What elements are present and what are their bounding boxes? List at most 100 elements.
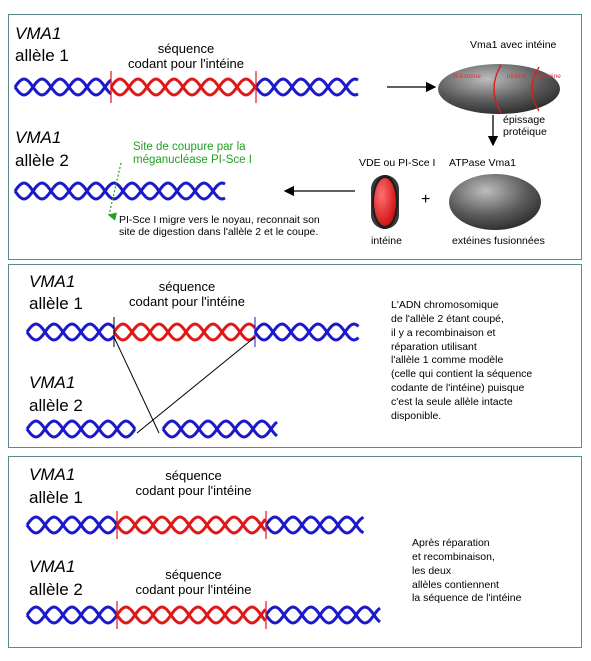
panel-2-graphics	[25, 317, 360, 439]
allele-1-blue-strand-2	[13, 77, 112, 97]
gene-name-2: VMA1	[29, 557, 76, 576]
panel-1-graphics	[13, 64, 560, 230]
description-line: (celle qui contient la séquence	[391, 368, 533, 381]
sequence-label-line2: codant pour l'intéine	[128, 55, 244, 71]
description-line: il y a recombinaison et	[391, 326, 496, 339]
intein-sequence-label-2: séquence codant pour l'intéine	[121, 567, 266, 598]
allele-1-blue-right-strand-1	[254, 77, 359, 97]
n-extein-label: N-extéine	[453, 73, 481, 80]
allele-1-blue-strand-1	[13, 77, 112, 97]
allele-2-label: allèle 2	[15, 151, 69, 170]
intein-sequence-label: séquence codant pour l'intéine	[111, 41, 261, 72]
cut-site-line2: méganucléase PI-Sce I	[133, 154, 252, 167]
allele-2-blue-strand-1	[13, 181, 226, 201]
sequence-label-line1: séquence	[158, 279, 216, 294]
splicing-line2: protéique	[503, 126, 547, 139]
sequence-label-line1: séquence	[165, 567, 222, 582]
cut-site-arrow	[107, 162, 122, 221]
allele-1-dna-helix	[25, 322, 360, 342]
intein-segment-label: intéine	[507, 73, 527, 80]
atpase-label: ATPase Vma1	[449, 157, 516, 169]
allele-1-blue-right-strand-2	[264, 515, 365, 535]
allele-1-blue-strand-1	[25, 515, 119, 535]
intein-label: intéine	[371, 235, 402, 247]
description-line: et recombinaison,	[412, 550, 495, 563]
allele-2-right-strand-2	[161, 419, 278, 439]
allele-1-intein-red-strand-1	[112, 322, 257, 342]
allele-2-intein-red-strand-2	[115, 605, 267, 625]
allele-2-blue-right-strand-2	[264, 605, 381, 625]
allele-1-intein-red-strand-2	[112, 322, 257, 342]
migration-line1: PI-Sce I migre vers le noyau, reconnait …	[119, 214, 320, 226]
allele-2-left-strand-2	[25, 419, 137, 439]
allele-1-label: allèle 1	[29, 294, 83, 313]
intein-vde-cylinder	[371, 175, 399, 229]
gene-name-2: VMA1	[15, 128, 62, 147]
vma1-protein-label: Vma1 avec intéine	[470, 39, 557, 51]
cut-site-label: Site de coupure par la méganucléase PI-S…	[133, 141, 252, 167]
cut-site-line1: Site de coupure par la	[133, 141, 246, 153]
recombination-line-right	[136, 336, 256, 434]
allele-2-blue-strand-1	[25, 605, 119, 625]
allele-1-blue-right-strand-2	[254, 77, 359, 97]
allele-2-dna-helix	[25, 605, 381, 625]
description-line: L'ADN chromosomique	[391, 299, 499, 311]
intein-sequence-label-1: séquence codant pour l'intéine	[121, 468, 266, 499]
panel-1-splicing: VMA1 allèle 1 séquence codant pour l'int…	[8, 14, 582, 260]
description-line: c'est la seule allèle intacte	[391, 396, 513, 409]
allele-2-intein-red-strand-1	[115, 605, 267, 625]
c-extein-label: C-extéine	[533, 73, 561, 80]
allele-1-dna-helix	[25, 515, 365, 535]
protein-splicing-label: épissage protéique	[503, 114, 547, 138]
sequence-label-line1: séquence	[157, 41, 215, 56]
allele-2-label: allèle 2	[29, 396, 83, 415]
vma1-protein-with-intein	[438, 64, 560, 114]
gene-name-2: VMA1	[29, 373, 76, 392]
description-line: les deux	[412, 564, 452, 577]
allele-1-blue-right-strand-2	[253, 322, 360, 342]
allele-1-blue-strand-2	[25, 515, 119, 535]
allele-2-left-fragment	[25, 419, 137, 439]
gene-name: VMA1	[15, 24, 62, 43]
recombination-line-left	[113, 336, 160, 434]
migration-line2: site de digestion dans l'allèle 2 et le …	[119, 226, 319, 239]
allele-1-intein-red-strand-1	[115, 515, 267, 535]
vde-label: VDE ou PI-Sce I	[359, 157, 436, 169]
gene-name: VMA1	[29, 465, 76, 484]
plus-sign: +	[421, 191, 431, 208]
allele-1-blue-strand-2	[25, 322, 116, 342]
allele-2-right-fragment	[161, 419, 278, 439]
migration-text: PI-Sce I migre vers le noyau, reconnait …	[119, 214, 320, 238]
description-line: Après réparation	[412, 537, 490, 549]
sequence-label-line2: codant pour l'intéine	[129, 293, 245, 309]
gene-name: VMA1	[29, 272, 76, 291]
description-line: codante de l'intéine) puisque	[391, 382, 525, 395]
sequence-label-line2: codant pour l'intéine	[135, 581, 252, 597]
panel-2-recombination: VMA1 allèle 1 séquence codant pour l'int…	[8, 264, 582, 448]
allele-1-blue-right-strand-1	[264, 515, 365, 535]
splicing-line1: épissage	[503, 114, 546, 126]
description-line: la séquence de l'intéine	[412, 592, 522, 605]
description-line: allèles contiennent	[412, 578, 499, 591]
sequence-label-line2: codant pour l'intéine	[135, 482, 252, 498]
panel-3-result: VMA1 allèle 1 séquence codant pour l'int…	[8, 456, 582, 648]
allele-2-blue-right-strand-1	[264, 605, 381, 625]
description-line: disponible.	[391, 409, 442, 422]
sequence-label-line1: séquence	[165, 468, 222, 483]
allele-2-blue-strand-2	[13, 181, 226, 201]
exteins-fused-label: extéines fusionnées	[452, 235, 545, 247]
allele-1-dna-helix	[13, 77, 359, 97]
allele-2-blue-strand-2	[25, 605, 119, 625]
allele-2-label: allèle 2	[29, 580, 83, 599]
allele-2-dna-helix	[13, 181, 226, 201]
recombination-description: L'ADN chromosomique de l'allèle 2 étant …	[391, 299, 571, 424]
allele-1-label: allèle 1	[29, 488, 83, 507]
intein-sequence-label: séquence codant pour l'intéine	[117, 279, 257, 310]
allele-1-intein-red-strand-2	[115, 515, 267, 535]
description-line: l'allèle 1 comme modèle	[391, 354, 504, 367]
allele-1-label: allèle 1	[15, 46, 69, 65]
allele-2-right-strand-1	[161, 419, 278, 439]
atpase-vma1-protein	[449, 174, 541, 230]
result-description: Après réparation et recombinaison, les d…	[412, 537, 572, 606]
panel-3-graphics	[25, 511, 381, 629]
